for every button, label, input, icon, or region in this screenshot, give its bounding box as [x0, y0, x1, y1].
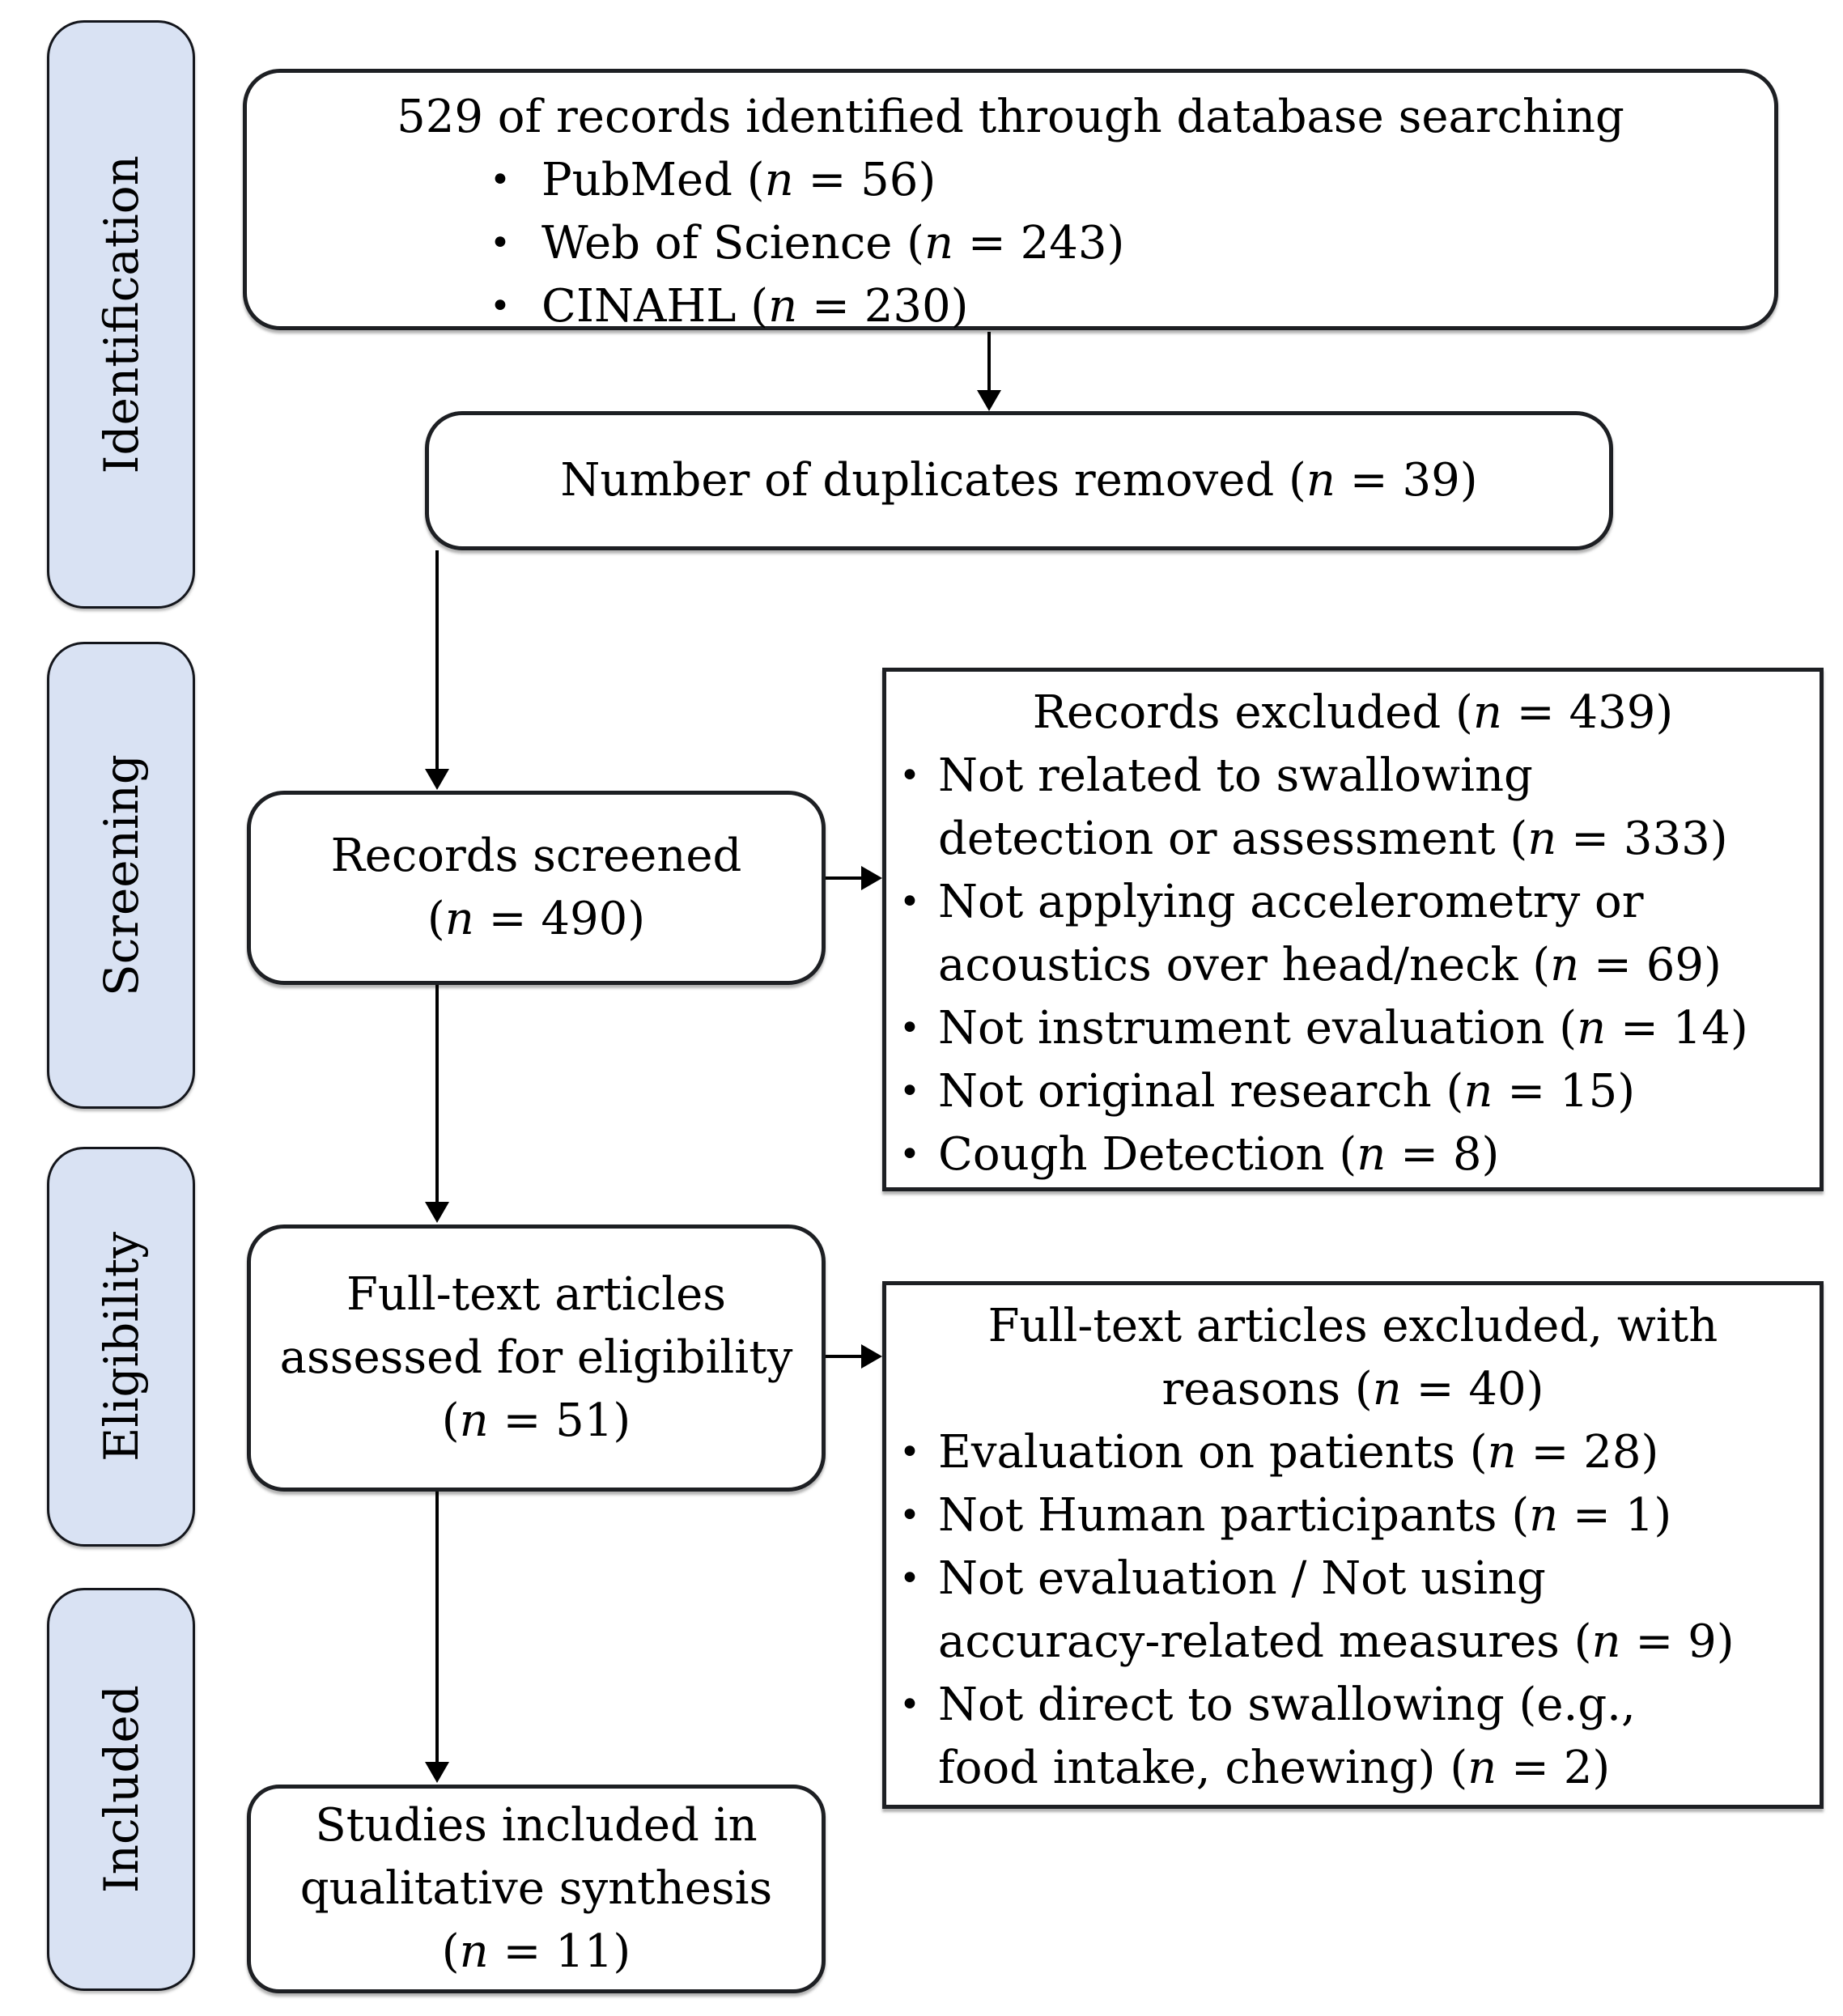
records-screened-count: (n = 490): [427, 893, 646, 945]
arrow-screened-to-excluded-line: [826, 876, 863, 880]
records-identified-title: 529 of records identified through databa…: [397, 91, 1624, 143]
list-item-not-direct: Not direct to swallowing (e.g.,food inta…: [886, 1674, 1820, 1800]
records-screened-line: Records screened: [330, 830, 742, 882]
arrow-screened-to-fulltext-head: [425, 1202, 449, 1223]
stage-label-eligibility: Eligibility: [93, 1232, 149, 1462]
stage-label-screening: Screening: [93, 754, 149, 996]
list-item-pubmed: PubMed (n = 56): [247, 149, 1774, 212]
studies-included-line2: qualitative synthesis: [299, 1862, 773, 1915]
fulltext-excluded-reasons: Evaluation on patients (n = 28) Not Huma…: [886, 1421, 1820, 1800]
fulltext-assessed-count: (n = 51): [441, 1394, 631, 1447]
arrow-fulltext-to-excluded-head: [861, 1344, 882, 1369]
list-item-not-evaluation: Not evaluation / Not usingaccuracy-relat…: [886, 1547, 1820, 1674]
studies-included-count: (n = 11): [441, 1925, 631, 1978]
list-item-cinahl: CINAHL (n = 230): [247, 275, 1774, 338]
stage-label-included: Included: [93, 1685, 149, 1894]
box-records-screened: Records screened (n = 490): [247, 791, 826, 985]
stage-box-screening: Screening: [47, 642, 195, 1109]
arrow-fulltext-to-excluded-line: [826, 1355, 863, 1358]
box-fulltext-assessed: Full-text articles assessed for eligibil…: [247, 1224, 826, 1492]
stage-box-eligibility: Eligibility: [47, 1147, 195, 1547]
arrow-identified-to-duplicates-head: [977, 390, 1001, 411]
arrow-identified-to-duplicates-line: [987, 332, 991, 392]
arrow-fulltext-to-included-head: [425, 1762, 449, 1783]
list-item-evaluation-on-patients: Evaluation on patients (n = 28): [886, 1421, 1820, 1484]
records-identified-sources: PubMed (n = 56) Web of Science (n = 243)…: [247, 149, 1774, 338]
stage-label-identification: Identification: [93, 155, 149, 474]
list-item-web-of-science: Web of Science (n = 243): [247, 212, 1774, 275]
stage-box-identification: Identification: [47, 20, 195, 609]
arrow-duplicates-to-screened-line: [435, 550, 439, 769]
studies-included-line1: Studies included in: [315, 1799, 758, 1852]
arrow-duplicates-to-screened-head: [425, 769, 449, 790]
box-records-identified: 529 of records identified through databa…: [243, 69, 1778, 338]
box-duplicates-removed: Number of duplicates removed (n = 39): [425, 411, 1613, 550]
list-item-not-instrument: Not instrument evaluation (n = 14): [886, 997, 1820, 1060]
list-item-not-original: Not original research (n = 15): [886, 1060, 1820, 1123]
list-item-not-human: Not Human participants (n = 1): [886, 1484, 1820, 1547]
box-records-excluded: Records excluded (n = 439) Not related t…: [882, 668, 1824, 1191]
list-item-cough-detection: Cough Detection (n = 8): [886, 1123, 1820, 1186]
fulltext-assessed-line1: Full-text articles: [346, 1268, 726, 1321]
arrow-screened-to-excluded-head: [861, 866, 882, 890]
stage-box-included: Included: [47, 1588, 195, 1991]
arrow-fulltext-to-included-line: [435, 1492, 439, 1762]
box-studies-included: Studies included in qualitative synthesi…: [247, 1785, 826, 1993]
fulltext-assessed-line2: assessed for eligibility: [279, 1331, 793, 1384]
arrow-screened-to-fulltext-line: [435, 985, 439, 1202]
duplicates-removed-text: Number of duplicates removed (n = 39): [560, 454, 1478, 507]
records-excluded-title: Records excluded (n = 439): [1032, 686, 1674, 739]
